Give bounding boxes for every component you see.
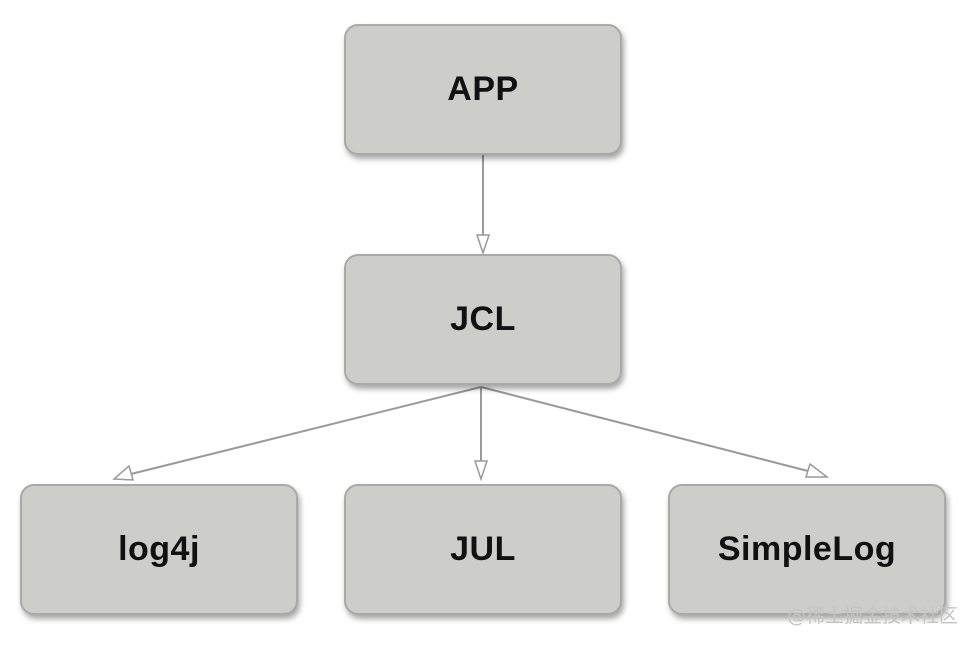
node-jul-label: JUL — [450, 530, 516, 568]
watermark-text: @稀土掘金技术社区 — [786, 605, 958, 627]
arrowhead — [473, 460, 489, 482]
node-simplelog: SimpleLog — [668, 484, 946, 615]
node-jul: JUL — [344, 484, 622, 615]
edge-jcl-to-log4j — [112, 386, 482, 481]
node-jcl: JCL — [344, 254, 622, 385]
node-simplelog-label: SimpleLog — [717, 530, 897, 568]
edge-jcl-to-simplelog — [480, 386, 830, 478]
node-app-label: APP — [447, 70, 519, 108]
node-log4j: log4j — [20, 484, 298, 615]
arrowhead — [475, 234, 491, 256]
node-log4j-label: log4j — [118, 530, 200, 568]
node-app: APP — [344, 24, 622, 155]
edge-app-to-jcl — [475, 155, 491, 256]
node-jcl-label: JCL — [450, 300, 516, 338]
arrowhead — [804, 462, 830, 478]
arrowhead — [112, 464, 135, 481]
edge-jcl-to-jul — [473, 387, 489, 482]
